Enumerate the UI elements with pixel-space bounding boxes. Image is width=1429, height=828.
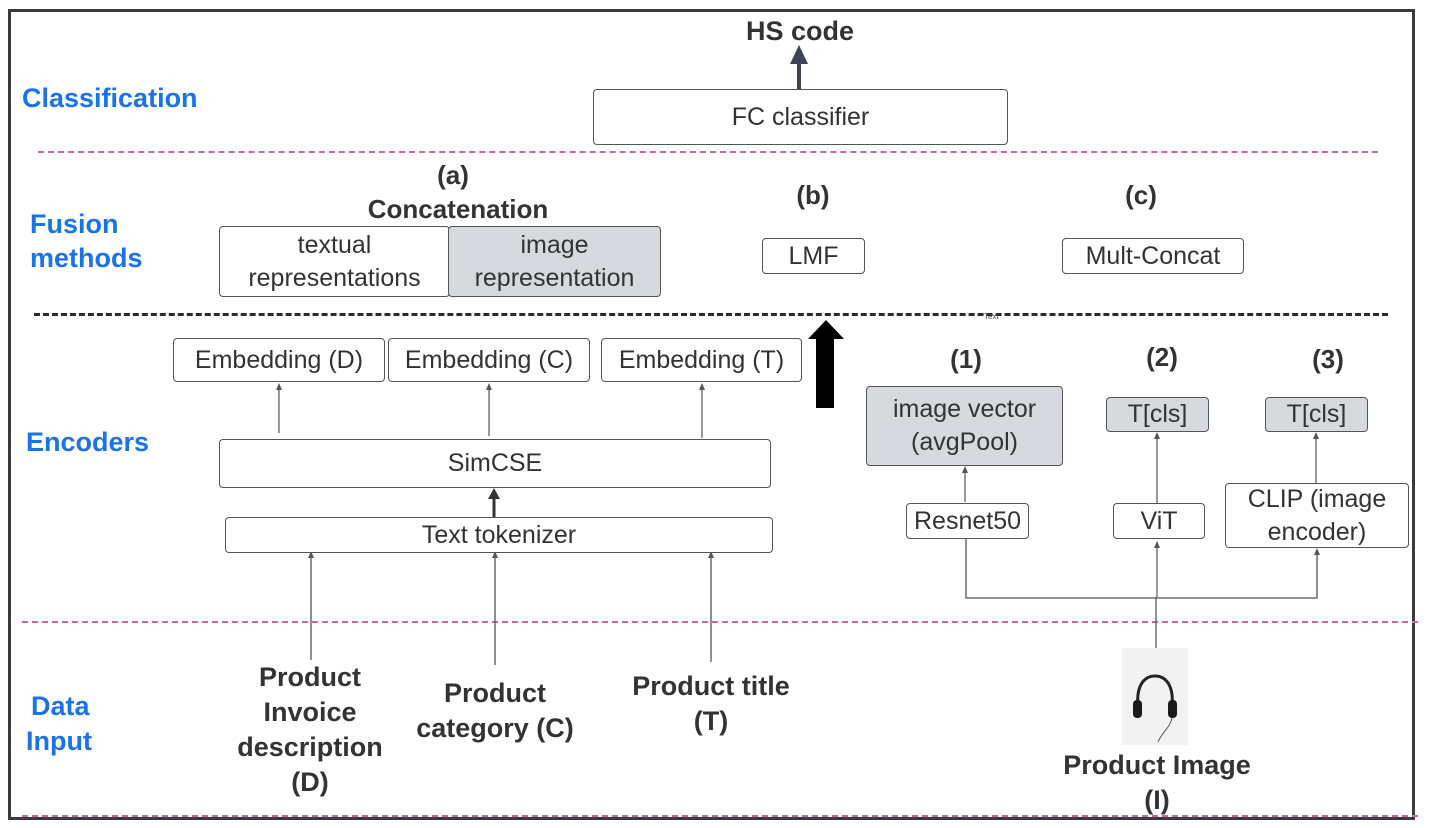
clip-line2: encoder) <box>1267 517 1367 546</box>
option-2-label: (2) <box>1146 342 1178 372</box>
input-category-label: Product category (C) <box>400 676 590 746</box>
input-d-line3: description <box>237 732 383 762</box>
resnet50-box: Resnet50 <box>906 503 1029 539</box>
input-i-line2: (I) <box>1144 785 1170 815</box>
input-d-line2: Invoice <box>263 697 357 727</box>
input-image-label: Product Image (I) <box>1047 748 1267 818</box>
option-1-label: (1) <box>950 344 982 374</box>
text-tokenizer-box: Text tokenizer <box>225 517 773 553</box>
simcse-box: SimCSE <box>219 439 771 488</box>
image-rep-line1: image <box>520 230 589 259</box>
input-description-label: Product Invoice description (D) <box>218 660 402 800</box>
divider-classification <box>38 151 1378 153</box>
divider-fusion <box>34 313 1388 316</box>
image-vector-line2: (avgPool) <box>911 428 1018 456</box>
input-title-label: Product title (T) <box>610 669 812 739</box>
headphones-icon <box>1122 648 1188 745</box>
image-rep-line2: representation <box>474 263 635 292</box>
divider-encoders <box>22 621 1418 623</box>
image-vector-box: image vector (avgPool) <box>866 386 1063 466</box>
fusion-b-label: (b) <box>796 180 830 210</box>
option-3-label: (3) <box>1312 344 1344 374</box>
textual-line2: representations <box>248 263 421 292</box>
tcls-box-3: T[cls] <box>1265 397 1368 432</box>
input-t-line1: Product title <box>632 671 790 701</box>
input-i-line1: Product Image <box>1063 750 1251 780</box>
textual-representations-box: textual representations <box>219 226 450 297</box>
image-vector-line1: image vector <box>892 395 1037 423</box>
vit-box: ViT <box>1113 503 1205 539</box>
section-label-data-line1: Data <box>31 691 90 721</box>
input-d-line4: (D) <box>291 767 329 797</box>
hs-code-label: HS code <box>745 16 855 46</box>
fusion-a-label: (a) <box>437 160 469 190</box>
section-label-fusion-line2: methods <box>30 243 143 273</box>
input-d-line1: Product <box>258 662 361 692</box>
input-c-line2: category (C) <box>416 713 574 743</box>
fusion-c-label: (c) <box>1125 180 1157 210</box>
clip-box: CLIP (image encoder) <box>1225 483 1409 548</box>
input-c-line1: Product <box>443 678 546 708</box>
small-text-label: Text <box>984 312 999 321</box>
fusion-a-title: Concatenation <box>367 194 549 224</box>
mult-concat-box: Mult-Concat <box>1062 238 1244 274</box>
embedding-t-box: Embedding (T) <box>601 338 802 382</box>
lmf-box: LMF <box>762 238 865 274</box>
divider-bottom <box>22 815 1418 817</box>
section-label-fusion-line1: Fusion <box>30 209 119 239</box>
section-label-encoders: Encoders <box>26 427 150 457</box>
diagram-frame <box>8 9 1415 820</box>
embedding-d-box: Embedding (D) <box>173 338 385 382</box>
section-label-classification: Classification <box>22 83 198 113</box>
embedding-c-box: Embedding (C) <box>388 338 590 382</box>
clip-line1: CLIP (image <box>1247 484 1387 513</box>
input-t-line2: (T) <box>693 706 729 736</box>
section-label-data-line2: Input <box>26 726 92 756</box>
image-representation-box: image representation <box>448 226 661 297</box>
fc-classifier-box: FC classifier <box>593 89 1008 145</box>
textual-line1: textual <box>297 230 372 259</box>
tcls-box-2: T[cls] <box>1106 397 1209 432</box>
